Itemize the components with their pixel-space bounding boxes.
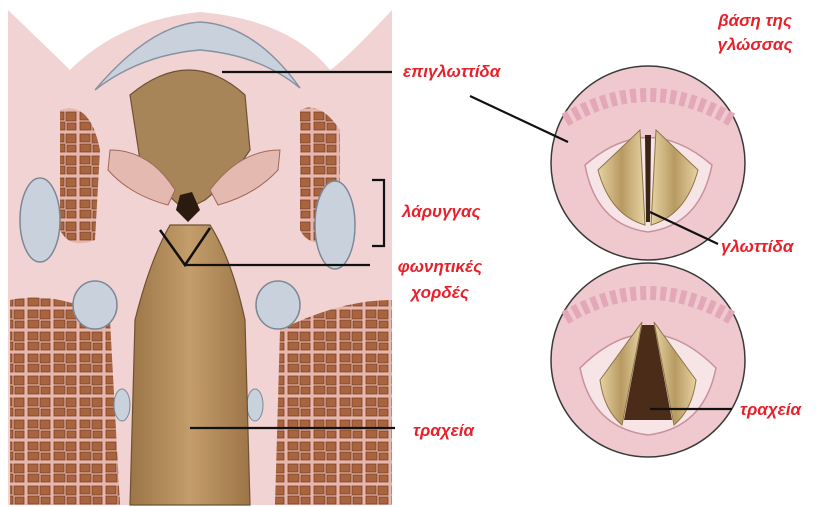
cartilage-left <box>20 178 60 262</box>
leader-epiglottis-right <box>470 96 568 142</box>
label-tongue-base-1: βάση της <box>700 10 810 31</box>
cartilage-right-mid <box>256 281 300 329</box>
cartilage-right <box>315 181 355 269</box>
label-glottis: γλωττίδα <box>721 236 793 257</box>
label-trachea-left: τραχεία <box>413 420 474 441</box>
muscle-right-lower <box>275 300 392 505</box>
label-epiglottis: επιγλωττίδα <box>403 61 500 82</box>
label-trachea-right: τραχεία <box>740 399 801 420</box>
label-tongue-base-2: γλώσσας <box>700 34 810 55</box>
cartilage-small-left <box>114 389 130 421</box>
larynx-cross-section <box>8 10 392 505</box>
muscle-left-lower <box>10 298 120 506</box>
glottis-view-bottom <box>551 263 745 457</box>
cartilage-small-right <box>247 389 263 421</box>
label-larynx: λάρυγγας <box>402 201 481 222</box>
glottis-view-top <box>551 66 745 260</box>
label-vocal-cords-2: χορδές <box>385 282 495 303</box>
label-vocal-cords-1: φωνητικές <box>385 256 495 277</box>
cartilage-left-mid <box>73 281 117 329</box>
